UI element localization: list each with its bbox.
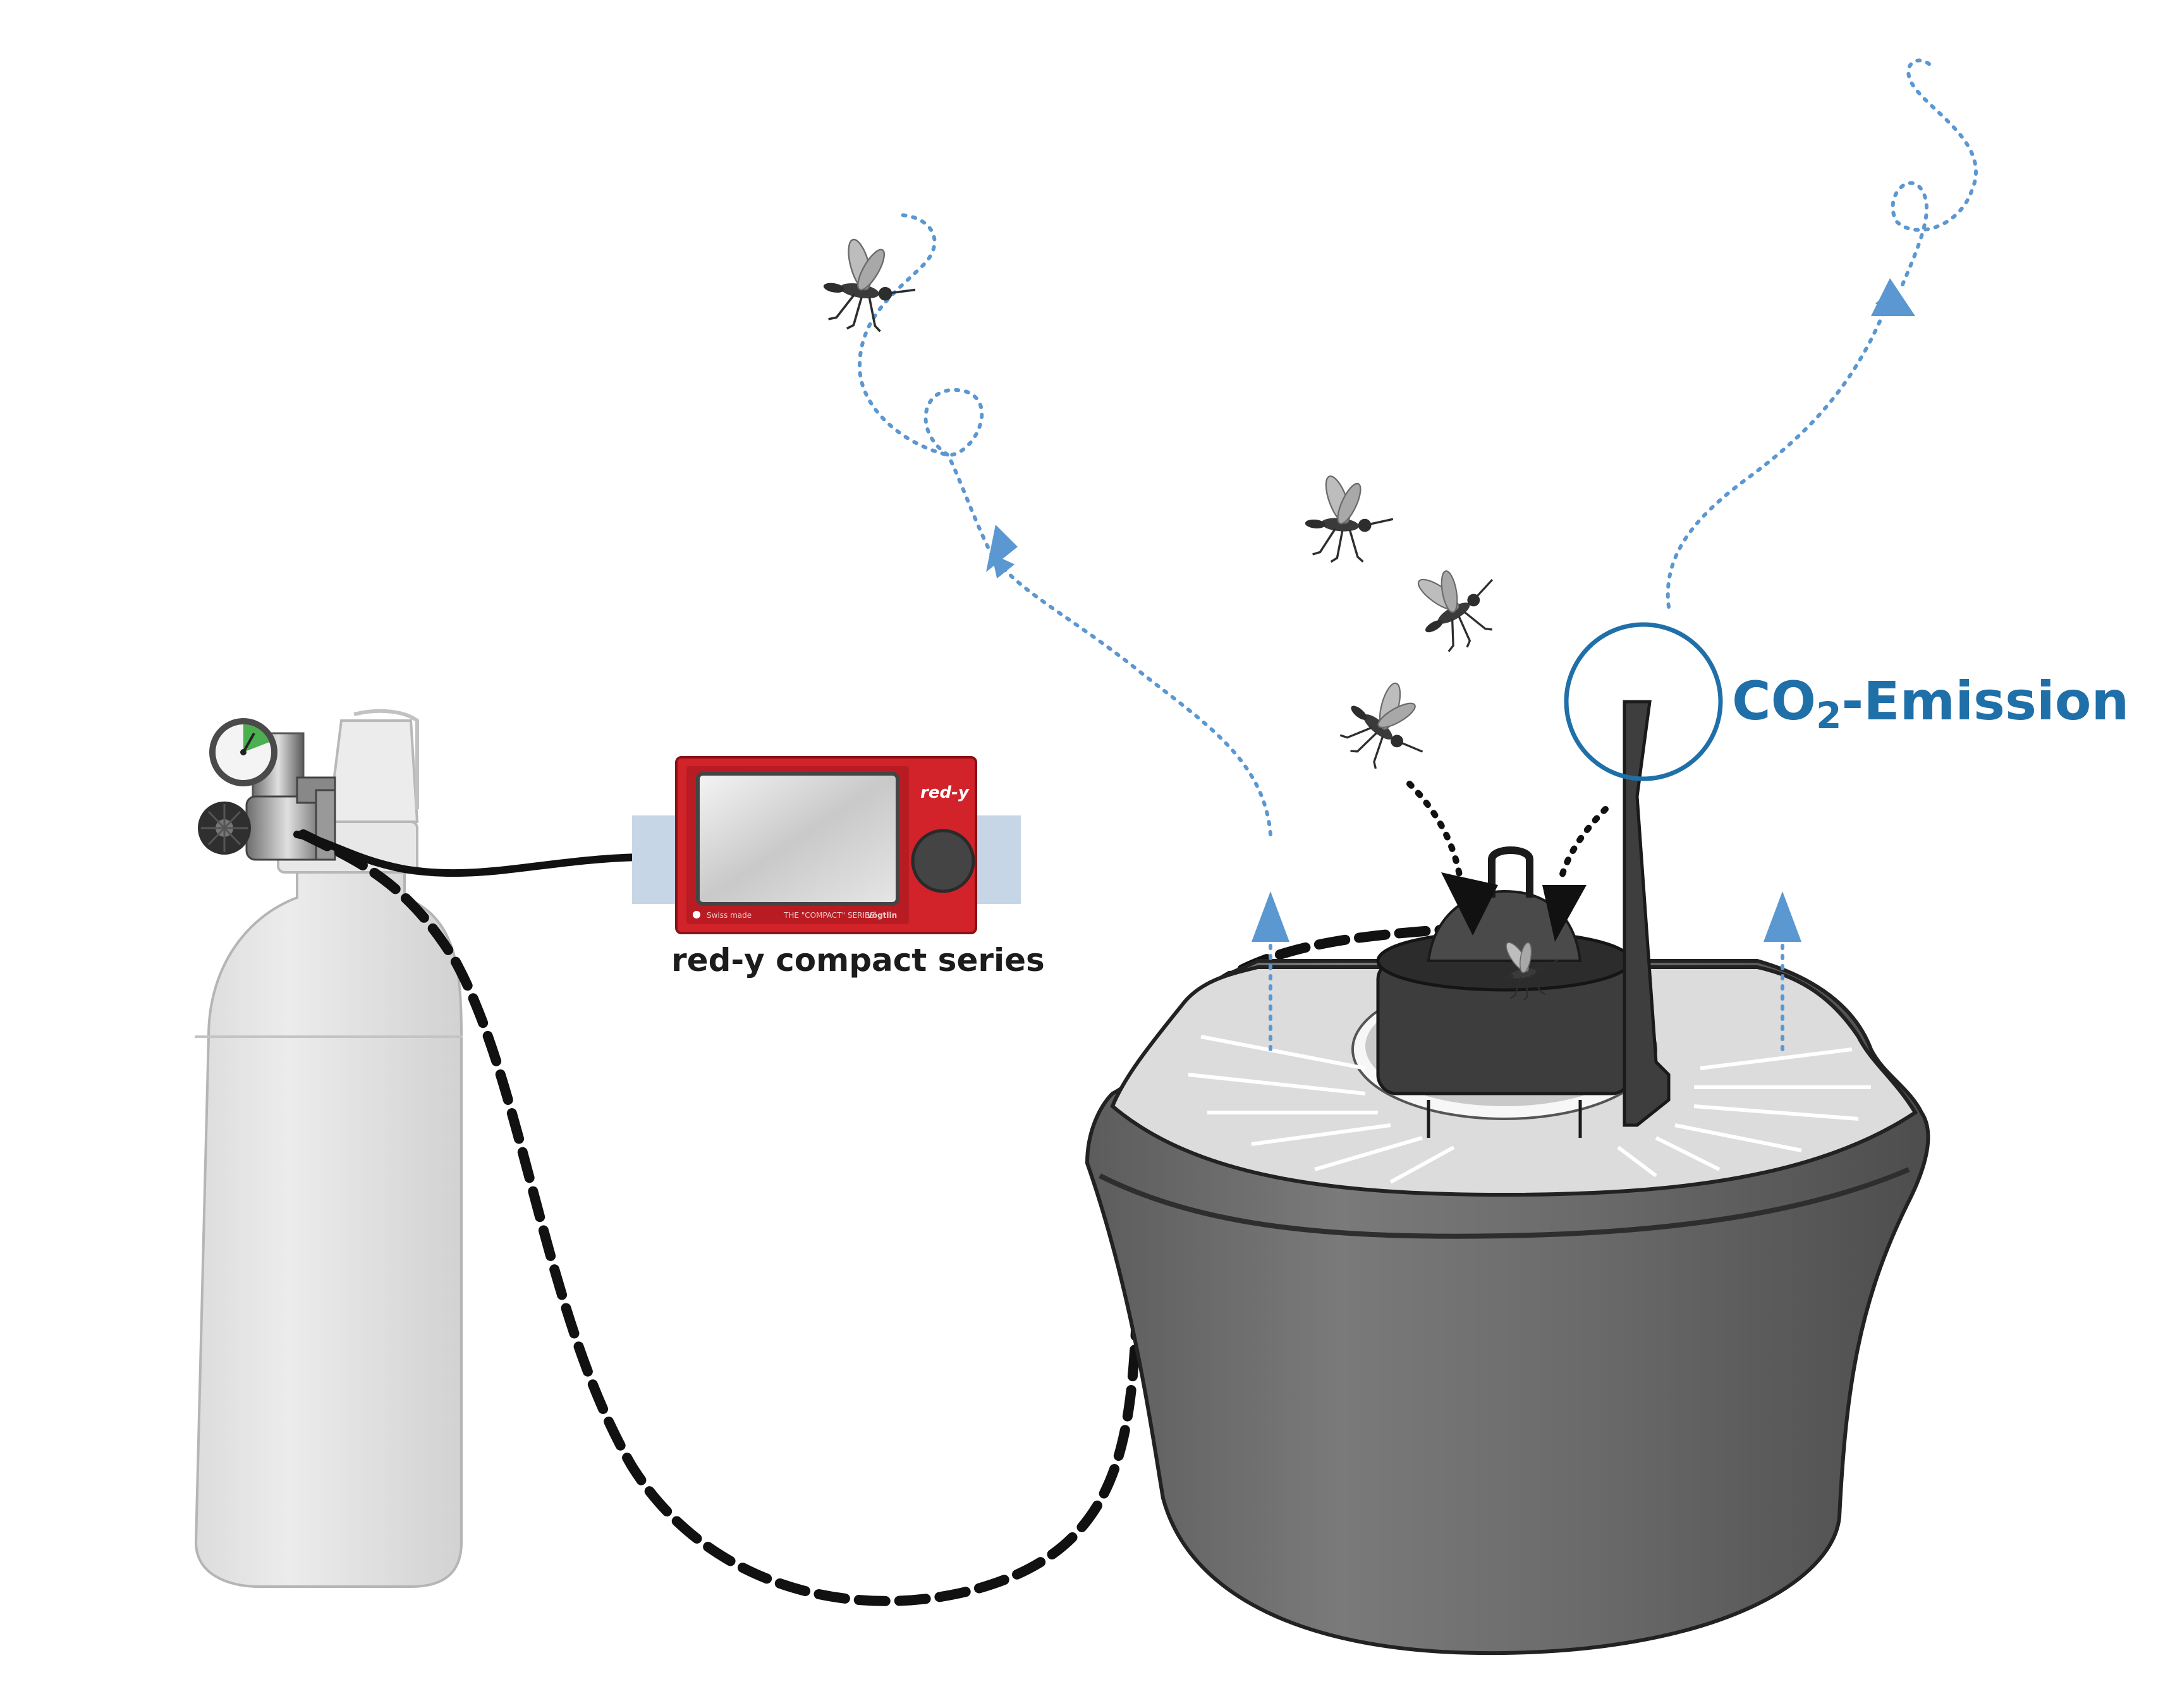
gas-cylinder-icon xyxy=(194,709,463,1588)
co2-label-subscript: 2 xyxy=(1816,694,1841,737)
co2-label-main: CO xyxy=(1732,670,1816,732)
dashed-hose xyxy=(298,829,1497,1606)
device-label: red-y compact series xyxy=(671,942,1045,979)
mass-flow-controller-icon: red-y Swiss made THE "COMPACT" SERIES vö… xyxy=(632,756,1021,934)
device-origin-text: Swiss made xyxy=(707,911,752,920)
co2-label-rest: -Emission xyxy=(1841,670,2129,732)
mosquito-trap-icon xyxy=(1085,700,1930,1656)
co2-emission-label: CO2-Emission xyxy=(1732,670,2129,737)
airflow-arrowheads xyxy=(986,278,1915,942)
suction-arrows xyxy=(1406,781,1609,942)
trap-grille xyxy=(1188,1035,1871,1184)
emission-highlight-circle xyxy=(1564,622,1723,781)
device-series-text: THE "COMPACT" SERIES xyxy=(783,911,874,920)
airflow-arrow-icon xyxy=(857,58,1978,1051)
device-maker-text: vögtlin xyxy=(867,911,897,920)
pressure-regulator-icon xyxy=(198,718,336,861)
device-brand-text: red-y xyxy=(920,783,970,802)
